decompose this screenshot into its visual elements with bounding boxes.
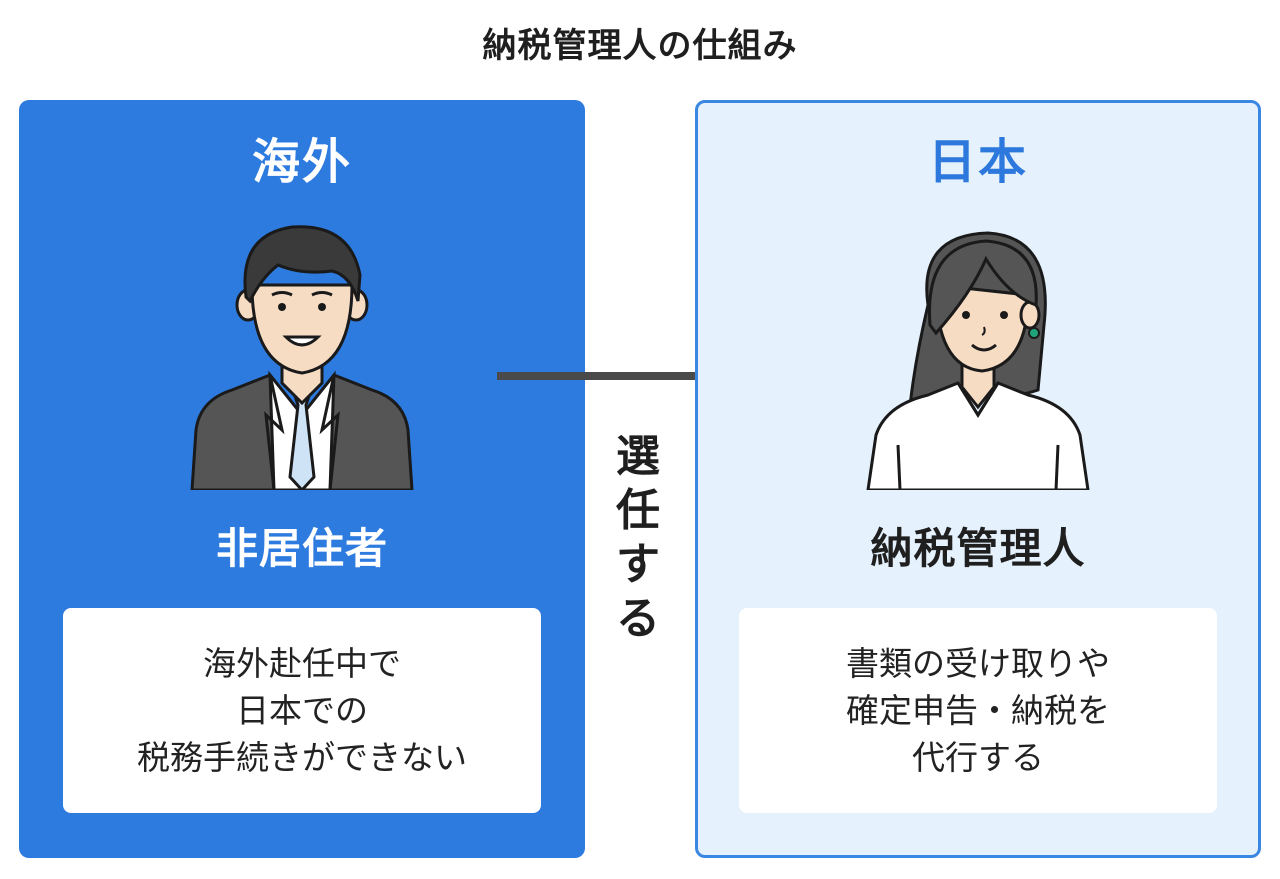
overseas-panel: 海外 非居住者 海外赴任中で 日本での 税務手続きができない <box>19 100 585 858</box>
japan-description-line: 書類の受け取りや <box>846 644 1110 683</box>
diagram-title: 納税管理人の仕組み <box>482 26 798 66</box>
overseas-description-line: 税務手続きができない <box>137 738 467 777</box>
appoint-label-char: 選 <box>616 431 660 482</box>
tax-agent-label: 納税管理人 <box>870 524 1086 573</box>
appoint-label: 選 任 す る <box>610 430 666 646</box>
appoint-label-char: る <box>616 593 660 644</box>
overseas-heading: 海外 <box>251 134 352 190</box>
businessman-icon <box>190 225 414 490</box>
japan-heading: 日本 <box>927 134 1028 190</box>
japan-panel: 日本 納税管理人 書類の受け取りや 確定申告・納税を 代行する <box>695 100 1261 858</box>
japan-description-line: 確定申告・納税を <box>846 691 1110 730</box>
japan-description: 書類の受け取りや 確定申告・納税を 代行する <box>739 608 1217 813</box>
tax-agent-woman-icon <box>866 231 1090 490</box>
overseas-description: 海外赴任中で 日本での 税務手続きができない <box>63 608 541 813</box>
overseas-description-line: 海外赴任中で <box>203 644 401 683</box>
overseas-description-line: 日本での <box>236 691 368 730</box>
non-resident-label: 非居住者 <box>215 524 388 573</box>
japan-description-line: 代行する <box>912 738 1044 777</box>
appoint-label-char: 任 <box>616 485 660 536</box>
appoint-label-char: す <box>616 539 660 590</box>
